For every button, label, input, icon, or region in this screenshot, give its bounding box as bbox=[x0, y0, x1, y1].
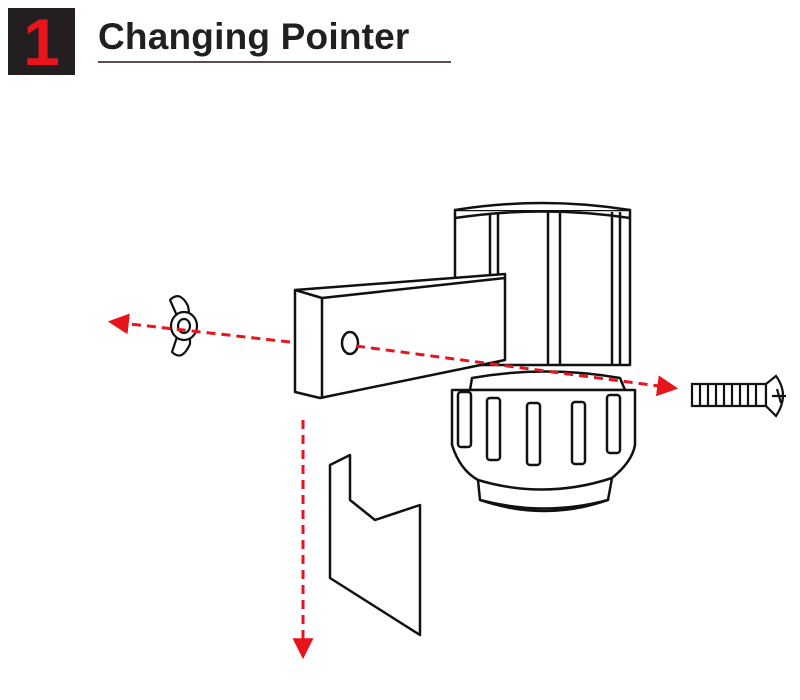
arrow-right bbox=[355, 344, 679, 397]
wing-nut bbox=[168, 295, 199, 357]
title-underline bbox=[98, 61, 451, 63]
bracket-arm bbox=[293, 272, 507, 400]
page-title: Changing Pointer bbox=[98, 16, 410, 57]
step-badge: 1 bbox=[8, 8, 75, 75]
step-number: 1 bbox=[23, 4, 60, 79]
knurled-knob bbox=[450, 370, 637, 513]
arrow-left bbox=[107, 313, 291, 344]
screw bbox=[690, 374, 786, 418]
pointer-plate bbox=[328, 453, 422, 637]
